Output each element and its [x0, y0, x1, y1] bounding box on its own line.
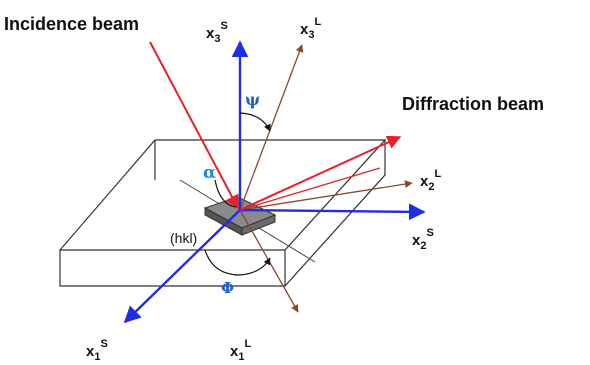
alpha-arc: [214, 179, 237, 208]
phi-arc: [204, 249, 271, 276]
diffraction-beam-secondary: [239, 167, 381, 211]
x2l-axis: [239, 180, 413, 211]
phi-label: Φ: [221, 279, 234, 297]
psi-arc: [239, 112, 271, 132]
x2l-label: x2L: [420, 168, 441, 193]
diffraction-beam-label: Diffraction beam: [402, 94, 544, 114]
sample-axes: [123, 40, 426, 324]
x3s-label: x3S: [206, 20, 228, 45]
angle-arcs: [204, 112, 271, 276]
x1s-label: x1S: [86, 338, 108, 363]
psi-label: ψ: [245, 90, 260, 109]
incidence-beam-line: [149, 41, 239, 210]
lab-axes: [239, 44, 413, 313]
x3l-axis: [239, 44, 304, 211]
alpha-label: α: [203, 163, 216, 183]
hkl-label: (hkl): [170, 230, 197, 246]
x3l-label: x3L: [300, 16, 321, 41]
x1l-label: x1L: [230, 338, 251, 363]
diffraction-beam-line: [239, 135, 402, 211]
incidence-beam-label: Incidence beam: [4, 14, 139, 34]
x1l-axis: [239, 209, 299, 313]
sample-box: [58, 139, 387, 287]
x2s-axis: [239, 203, 426, 221]
x1s-axis: [123, 209, 241, 324]
beams: [149, 41, 402, 211]
x2s-label: x2S: [412, 227, 434, 252]
